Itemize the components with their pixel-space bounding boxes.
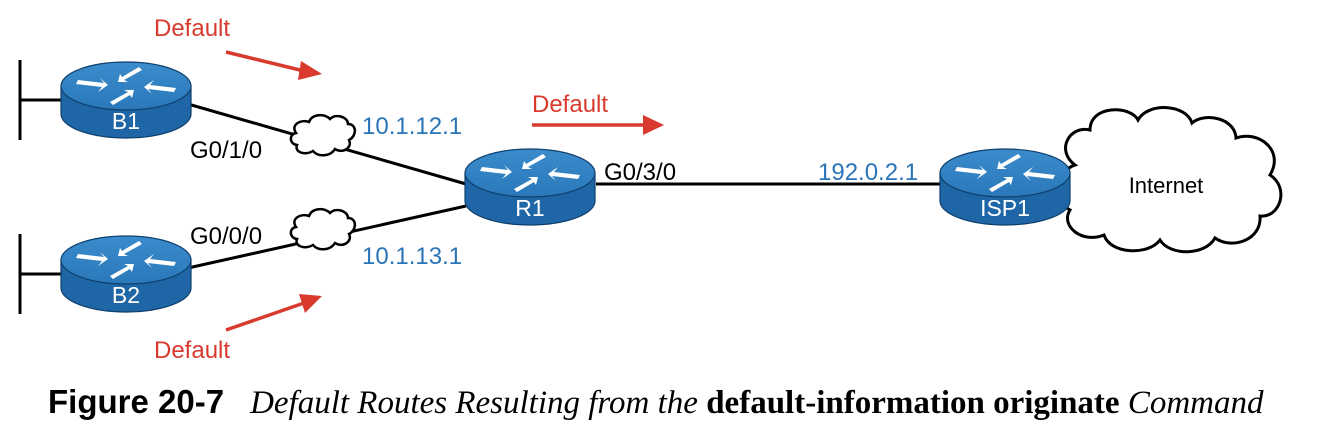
default-route-b1: Default <box>154 15 322 80</box>
wan-cloud-icon <box>289 113 357 157</box>
router-r1-label: R1 <box>515 195 544 221</box>
default-arrow-b1 <box>225 50 305 73</box>
wan-cloud-icon <box>289 207 357 251</box>
figure-caption: Figure 20-7 Default Routes Resulting from… <box>48 382 1328 423</box>
default-arrow-b2 <box>225 301 305 332</box>
internet-label: Internet <box>1129 173 1204 198</box>
router-b2-label: B2 <box>112 282 140 308</box>
router-r1[interactable]: R1 <box>464 148 596 226</box>
default-label-b1: Default <box>154 15 230 42</box>
router-b1[interactable]: B1 <box>60 61 192 139</box>
ip-address-isp-link: 192.0.2.1 <box>818 159 918 186</box>
cloud-icon <box>1056 106 1283 254</box>
interface-label-b1-link: G0/1/0 <box>190 137 262 164</box>
ip-address-b2-link: 10.1.13.1 <box>362 243 462 270</box>
caption-text-2: Command <box>1127 385 1264 421</box>
lan-line-b2 <box>18 234 62 314</box>
internet-cloud: Internet <box>1056 106 1283 254</box>
ip-address-b1-link: 10.1.12.1 <box>362 113 462 140</box>
default-route-r1: Default <box>532 91 664 135</box>
router-isp1-label: ISP1 <box>980 195 1030 221</box>
interface-label-r1-wan: G0/3/0 <box>604 159 676 186</box>
router-b1-label: B1 <box>112 108 140 134</box>
arrow-head-icon <box>298 61 322 80</box>
arrow-head-icon <box>643 115 664 135</box>
figure-number: Figure 20-7 <box>48 383 225 420</box>
default-route-b2: Default <box>154 294 322 364</box>
router-isp1[interactable]: ISP1 <box>939 148 1071 226</box>
router-b2[interactable]: B2 <box>60 235 192 313</box>
default-label-b2: Default <box>154 337 230 364</box>
caption-command: default-information originate <box>706 385 1120 421</box>
arrow-head-icon <box>299 294 322 313</box>
lan-line-b1 <box>18 60 62 140</box>
default-label-r1: Default <box>532 91 608 118</box>
caption-text-1: Default Routes Resulting from the <box>250 385 698 421</box>
interface-label-b2-link: G0/0/0 <box>190 223 262 250</box>
